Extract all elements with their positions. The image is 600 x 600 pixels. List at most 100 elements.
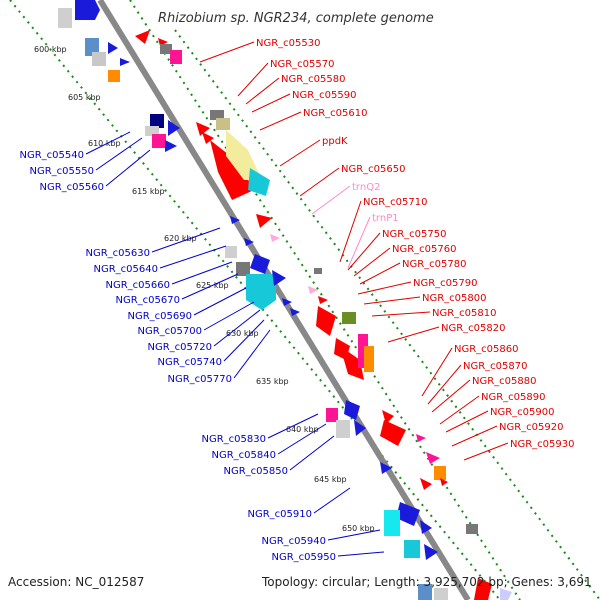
forward-gene-label: NGR_c05590: [292, 90, 357, 101]
gene-arrow: [120, 58, 130, 66]
gene-block: [248, 168, 270, 196]
reverse-gene-label: NGR_c05690: [128, 311, 193, 322]
label-leader-line: [431, 379, 471, 413]
label-leader-line: [259, 111, 302, 131]
gene-arrow: [108, 42, 118, 54]
scale-label: 620 kbp: [164, 234, 197, 243]
gene-block: [170, 50, 182, 64]
gene-arrow: [426, 452, 440, 464]
gene-block: [210, 140, 254, 200]
reverse-gene-label: NGR_c05770: [168, 374, 233, 385]
gene-arrow: [420, 520, 432, 534]
forward-gene-label: NGR_c05790: [413, 278, 478, 289]
gene-arrow: [230, 216, 240, 224]
gene-arrow: [270, 234, 280, 242]
label-leader-line: [427, 364, 462, 405]
forward-gene-label: NGR_c05800: [422, 293, 487, 304]
reverse-gene-label: NGR_c05850: [224, 466, 289, 477]
gene-block: [210, 110, 224, 120]
genome-summary-text: Topology: circular; Length: 3,925,702 bp…: [261, 575, 592, 589]
gene-arrow: [420, 478, 432, 490]
gene-arrow: [424, 544, 438, 560]
label-leader-line: [299, 167, 340, 197]
forward-gene-label: NGR_c05610: [303, 108, 368, 119]
label-leader-line: [95, 137, 143, 171]
forward-gene-label: NGR_c05900: [490, 407, 555, 418]
label-leader-line: [451, 425, 498, 447]
gene-block: [314, 268, 322, 274]
forward-gene-label: NGR_c05880: [472, 376, 537, 387]
scale-label: 635 kbp: [256, 377, 289, 386]
gene-block: [396, 502, 420, 526]
label-leader-line: [213, 309, 261, 347]
accession-text: Accession: NC_012587: [8, 575, 144, 589]
gene-block: [226, 130, 262, 180]
gene-arrow: [135, 30, 150, 44]
gene-arrow: [272, 270, 286, 286]
reverse-strand-genes: [58, 0, 448, 600]
reverse-gene-label: NGR_c05640: [94, 264, 159, 275]
label-leader-line: [371, 311, 431, 317]
scale-label: 650 kbp: [342, 524, 375, 533]
forward-gene-label: NGR_c05820: [441, 323, 506, 334]
label-leader-line: [311, 185, 351, 215]
gene-arrow: [282, 298, 292, 306]
reverse-gene-label: NGR_c05840: [212, 450, 277, 461]
gene-block: [434, 588, 448, 600]
label-leader-line: [347, 232, 381, 271]
reverse-gene-label: NGR_c05660: [106, 280, 171, 291]
label-leader-line: [463, 442, 509, 461]
gene-block: [256, 214, 272, 228]
forward-gene-labels: NGR_c05530NGR_c05570NGR_c05580NGR_c05590…: [199, 38, 575, 461]
forward-strand-genes: [135, 30, 512, 600]
label-leader-line: [237, 62, 269, 97]
label-leader-line: [357, 281, 412, 295]
gene-block: [152, 134, 166, 148]
gene-block: [108, 70, 120, 82]
label-leader-line: [171, 261, 233, 285]
reverse-gene-label: NGR_c05910: [248, 509, 313, 520]
label-leader-line: [203, 301, 255, 331]
forward-gene-label: ppdK: [322, 136, 348, 147]
scale-label: 610 kbp: [88, 139, 121, 148]
gene-block: [246, 274, 276, 310]
label-leader-line: [251, 93, 291, 113]
gene-arrow: [168, 120, 180, 136]
forward-gene-label: NGR_c05750: [382, 229, 447, 240]
forward-gene-label: NGR_c05920: [499, 422, 564, 433]
gene-block: [75, 0, 100, 20]
forward-gene-label: NGR_c05930: [510, 439, 575, 450]
forward-gene-label: NGR_c05650: [341, 164, 406, 175]
gene-arrow: [165, 140, 177, 152]
reverse-gene-label: NGR_c05550: [30, 166, 95, 177]
gene-arrow: [416, 434, 426, 442]
gene-block: [92, 52, 106, 66]
label-leader-line: [105, 149, 151, 187]
label-leader-line: [353, 247, 391, 277]
forward-gene-label: NGR_c05860: [454, 344, 519, 355]
label-leader-line: [223, 319, 265, 362]
gene-block: [216, 118, 230, 130]
reverse-gene-label: NGR_c05630: [86, 248, 151, 259]
label-leader-line: [193, 287, 247, 316]
forward-gene-label: NGR_c05780: [402, 259, 467, 270]
label-leader-line: [151, 227, 221, 253]
label-leader-line: [439, 395, 480, 425]
gene-block: [380, 420, 406, 446]
gene-block: [340, 346, 364, 380]
forward-gene-label: NGR_c05760: [392, 244, 457, 255]
gene-block: [326, 408, 338, 422]
label-leader-line: [445, 410, 489, 433]
gene-block: [466, 524, 478, 534]
scale-label: 600 kbp: [34, 45, 67, 54]
scale-label: 645 kbp: [314, 475, 347, 484]
forward-gene-label: trnQ2: [352, 182, 380, 193]
gene-block: [336, 420, 350, 438]
reverse-gene-label: NGR_c05940: [262, 536, 327, 547]
gene-block: [250, 254, 270, 274]
label-leader-line: [85, 131, 131, 155]
reverse-gene-label: NGR_c05670: [116, 295, 181, 306]
gene-block: [404, 540, 420, 558]
outer-dotted-guide: [9, 0, 501, 600]
gene-block: [316, 306, 336, 336]
